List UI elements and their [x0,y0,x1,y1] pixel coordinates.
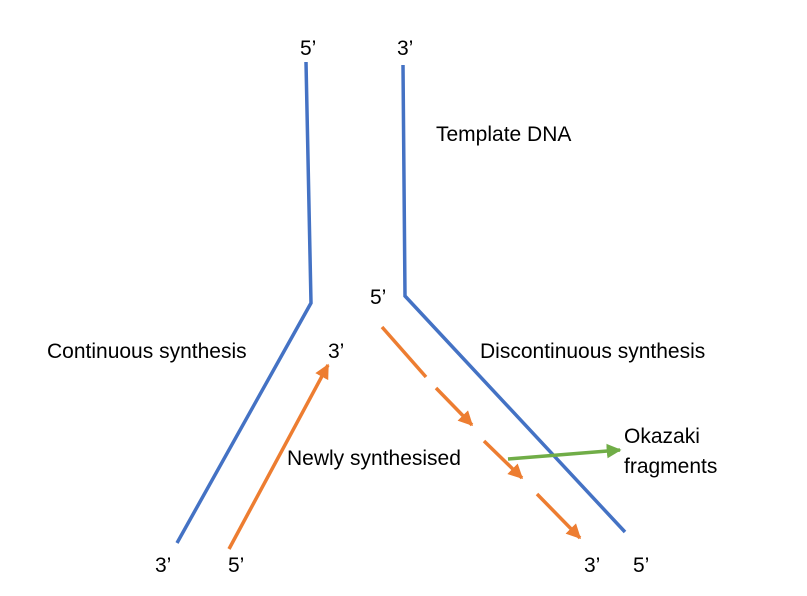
okazaki-fragment-1 [380,325,428,379]
label-okazaki-fragments: Okazaki fragments [624,422,717,482]
label-okazaki-line2: fragments [624,455,718,478]
label-top-right-3prime: 3’ [397,37,414,60]
okazaki-fragment-3 [482,439,524,480]
label-okazaki-line1: Okazaki [624,425,700,448]
label-fork-5prime: 5’ [370,286,387,309]
okazaki-pointer-arrow [507,443,622,461]
label-lagging-end-3prime: 3’ [584,554,601,577]
template-strand-right [401,64,627,534]
label-discontinuous-synthesis: Discontinuous synthesis [480,340,706,363]
label-continuous-synthesis: Continuous synthesis [47,340,247,363]
label-leading-tip-3prime: 3’ [328,340,345,363]
okazaki-fragment-2 [434,386,474,427]
okazaki-fragment-4 [535,492,582,540]
label-bottom-right-5prime: 5’ [633,554,650,577]
template-strand-left [175,61,313,544]
label-bottom-left-3prime: 3’ [155,554,172,577]
label-newly-synthesised: Newly synthesised [287,447,461,470]
label-leading-start-5prime: 5’ [228,554,245,577]
label-template-dna: Template DNA [436,123,572,146]
label-top-left-5prime: 5’ [300,37,317,60]
leading-strand-arrow [227,363,330,550]
